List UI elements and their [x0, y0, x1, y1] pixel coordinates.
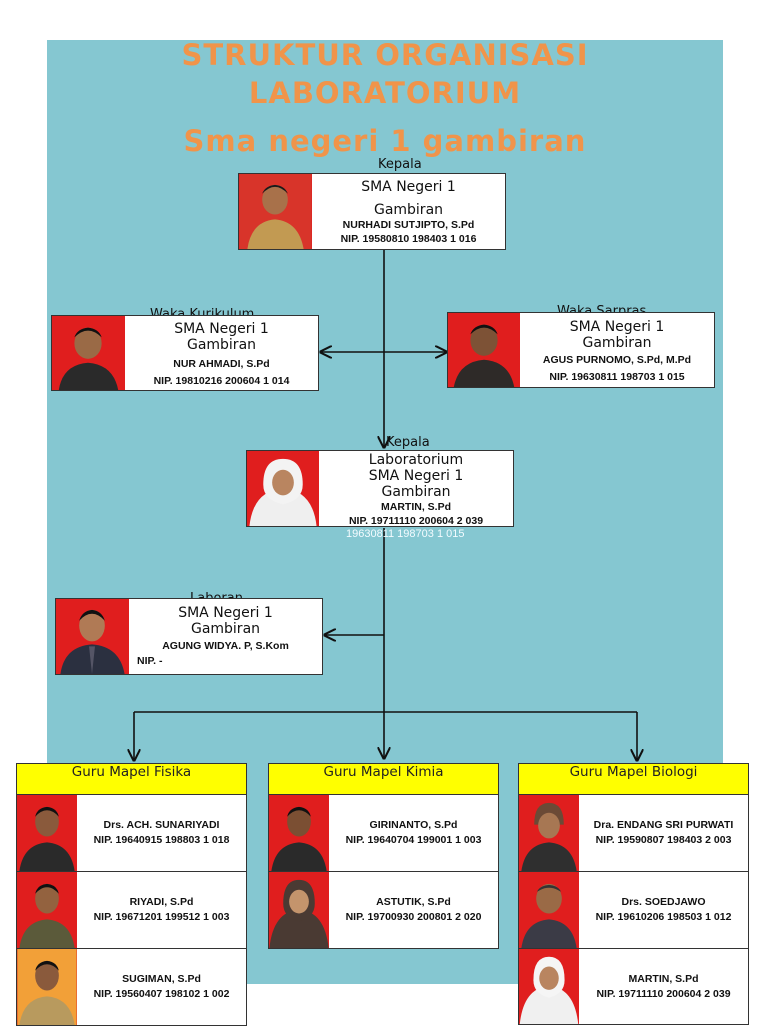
page-title-line-1: STRUKTUR ORGANISASI — [181, 38, 589, 72]
kepala-lab-nip: NIP. 19711110 200604 2 039 — [348, 515, 484, 527]
member-photo — [269, 872, 329, 948]
guru-biologi-header: Guru Mapel Biologi — [518, 763, 749, 795]
member-photo — [519, 949, 579, 1024]
member-name: Dra. ENDANG SRI PURWATI — [593, 819, 734, 831]
member-nip: NIP. 19560407 198102 1 002 — [93, 988, 230, 1000]
kepala-lab-org-line-1: SMA Negeri 1 — [368, 468, 464, 484]
laboran-photo — [56, 599, 129, 674]
member-nip: NIP. 19711110 200604 2 039 — [596, 987, 731, 1000]
kepala-photo — [239, 174, 312, 249]
kepala-lab-box: Laboratorium SMA Negeri 1 Gambiran MARTI… — [246, 450, 514, 527]
laboran-org-line-1: SMA Negeri 1 — [178, 605, 273, 621]
kepala-nip: NIP. 19580810 198403 1 016 — [340, 233, 477, 245]
kepala-lab-ghost-nip: 19630811 198703 1 015 — [346, 528, 465, 540]
member-name: GIRINANTO, S.Pd — [369, 819, 458, 831]
kepala-lab-photo — [247, 451, 319, 526]
kepala-org-line-2: Gambiran — [373, 202, 444, 218]
page-title-line-2: LABORATORIUM — [248, 76, 522, 110]
laboran-nip: NIP. - — [137, 655, 163, 667]
member-photo — [269, 795, 329, 871]
guru-kimia-column: Guru Mapel Kimia GIRINANTO, S.Pd NIP. 19… — [268, 763, 499, 949]
kepala-lab-role-label: Kepala — [386, 435, 430, 450]
member-photo — [17, 872, 77, 948]
kepala-role-label: Kepala — [378, 157, 422, 172]
table-row: Drs. SOEDJAWO NIP. 19610206 198503 1 012 — [518, 872, 749, 949]
member-name: Drs. ACH. SUNARIYADI — [103, 819, 220, 831]
waka-kurikulum-photo — [52, 316, 125, 390]
table-row: SUGIMAN, S.Pd NIP. 19560407 198102 1 002 — [16, 949, 247, 1026]
member-nip: NIP. 19640915 198803 1 018 — [93, 834, 230, 846]
kepala-box: SMA Negeri 1 Gambiran NURHADI SUTJIPTO, … — [238, 173, 506, 250]
member-photo — [17, 949, 77, 1025]
member-name: MARTIN, S.Pd — [628, 972, 699, 985]
page-title-school: Sma negeri 1 gambiran — [183, 124, 587, 158]
table-row: ASTUTIK, S.Pd NIP. 19700930 200801 2 020 — [268, 872, 499, 949]
member-nip: NIP. 19671201 199512 1 003 — [93, 911, 230, 923]
laboran-box: SMA Negeri 1 Gambiran AGUNG WIDYA. P, S.… — [55, 598, 323, 675]
waka-kurikulum-box: SMA Negeri 1 Gambiran NUR AHMADI, S.Pd N… — [51, 315, 319, 391]
laboran-org-line-2: Gambiran — [190, 621, 261, 637]
kepala-lab-role-line-2: Laboratorium — [368, 452, 464, 468]
waka-sarpras-org-line-1: SMA Negeri 1 — [569, 319, 665, 335]
guru-fisika-header: Guru Mapel Fisika — [16, 763, 247, 795]
guru-biologi-column: Guru Mapel Biologi Dra. ENDANG SRI PURWA… — [518, 763, 749, 1025]
member-nip: NIP. 19590807 198403 2 003 — [595, 834, 732, 846]
member-name: Drs. SOEDJAWO — [621, 896, 706, 908]
kepala-name: NURHADI SUTJIPTO, S.Pd — [342, 219, 475, 231]
member-photo — [519, 872, 579, 948]
member-name: ASTUTIK, S.Pd — [376, 896, 451, 908]
guru-kimia-header: Guru Mapel Kimia — [268, 763, 499, 795]
member-name: RIYADI, S.Pd — [129, 896, 194, 908]
member-nip: NIP. 19700930 200801 2 020 — [345, 911, 482, 923]
waka-sarpras-photo — [448, 313, 520, 387]
member-name: SUGIMAN, S.Pd — [122, 973, 201, 985]
guru-fisika-column: Guru Mapel Fisika Drs. ACH. SUNARIYADI N… — [16, 763, 247, 1026]
member-photo — [519, 795, 579, 871]
waka-sarpras-nip: NIP. 19630811 198703 1 015 — [549, 371, 685, 383]
kepala-lab-name: MARTIN, S.Pd — [381, 501, 451, 513]
waka-sarpras-box: SMA Negeri 1 Gambiran AGUS PURNOMO, S.Pd… — [447, 312, 715, 388]
member-nip: NIP. 19640704 199001 1 003 — [345, 834, 482, 846]
waka-sarpras-name: AGUS PURNOMO, S.Pd, M.Pd — [542, 354, 692, 366]
table-row: RIYADI, S.Pd NIP. 19671201 199512 1 003 — [16, 872, 247, 949]
table-row: MARTIN, S.Pd NIP. 19711110 200604 2 039 — [518, 949, 749, 1025]
waka-kurikulum-nip: NIP. 19810216 200604 1 014 — [153, 375, 290, 387]
table-row: Dra. ENDANG SRI PURWATI NIP. 19590807 19… — [518, 795, 749, 872]
waka-kurikulum-org-line-2: Gambiran — [186, 337, 257, 353]
waka-sarpras-org-line-2: Gambiran — [582, 335, 652, 351]
waka-kurikulum-org-line-1: SMA Negeri 1 — [174, 321, 269, 337]
kepala-org-line-1: SMA Negeri 1 — [361, 179, 456, 195]
member-photo — [17, 795, 77, 871]
table-row: GIRINANTO, S.Pd NIP. 19640704 199001 1 0… — [268, 795, 499, 872]
laboran-name: AGUNG WIDYA. P, S.Kom — [162, 640, 289, 652]
table-row: Drs. ACH. SUNARIYADI NIP. 19640915 19880… — [16, 795, 247, 872]
member-nip: NIP. 19610206 198503 1 012 — [595, 911, 732, 923]
kepala-lab-org-line-2: Gambiran — [381, 484, 451, 500]
waka-kurikulum-name: NUR AHMADI, S.Pd — [173, 358, 270, 370]
